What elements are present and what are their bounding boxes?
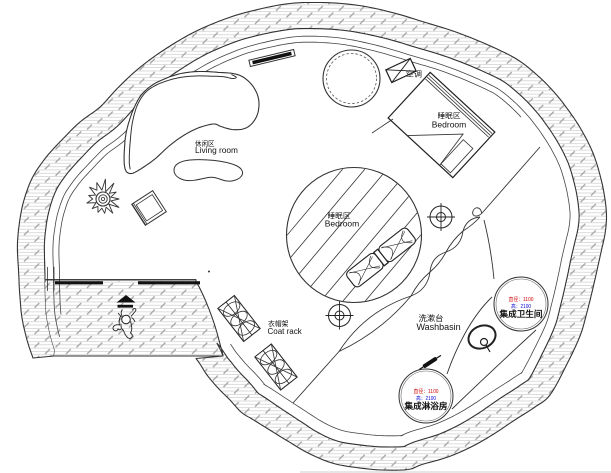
- svg-text:Washbasin: Washbasin: [417, 322, 461, 332]
- svg-text:集成淋浴房: 集成淋浴房: [403, 401, 447, 411]
- svg-text:高：2100: 高：2100: [511, 303, 531, 310]
- svg-text:空调: 空调: [406, 69, 422, 79]
- svg-text:睡眠区: 睡眠区: [438, 112, 461, 120]
- svg-text:Bedroom: Bedroom: [432, 120, 467, 130]
- svg-text:高：2100: 高：2100: [416, 395, 436, 402]
- svg-text:洗漱台: 洗漱台: [419, 313, 444, 323]
- svg-text:Coat rack: Coat rack: [268, 327, 303, 336]
- svg-text:Bedroom: Bedroom: [325, 219, 360, 229]
- svg-text:Living room: Living room: [195, 145, 238, 155]
- svg-text:集成卫生间: 集成卫生间: [498, 309, 542, 319]
- svg-text:直径：1100: 直径：1100: [509, 296, 534, 303]
- svg-text:直径：1100: 直径：1100: [414, 388, 439, 395]
- svg-text:睡眠区: 睡眠区: [328, 212, 351, 220]
- svg-text:休闲区: 休闲区: [195, 139, 215, 148]
- svg-text:衣帽架: 衣帽架: [268, 319, 289, 328]
